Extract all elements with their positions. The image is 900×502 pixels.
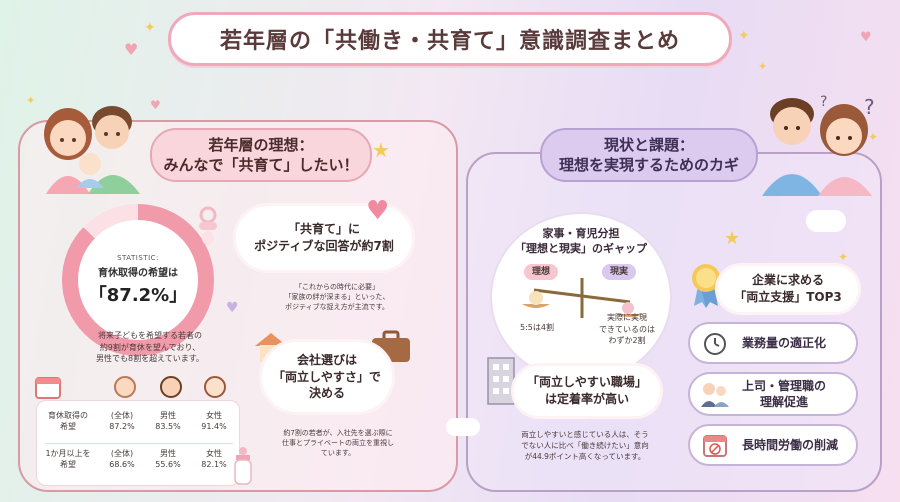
statistic-ring: STATISTIC: 育休取得の希望は 「87.2%」 [62, 204, 214, 356]
calendar-icon [700, 430, 730, 460]
office-people-icon [700, 379, 730, 409]
support-item-label: 業務量の適正化 [742, 335, 827, 350]
alarm-clock-icon [700, 328, 730, 358]
sparkle-icon: ✦ [738, 28, 750, 44]
statistic-value: 「87.2%」 [88, 284, 188, 306]
cloud-icon [806, 210, 846, 232]
sparkle-icon: ✦ [868, 130, 879, 144]
ideal-header-line1: 若年層の理想： [208, 135, 314, 154]
heart-icon: ♥ [150, 98, 161, 112]
reality-caption: 実際に実現 できているのは わずか2割 [599, 313, 655, 346]
sparkle-icon: ✦ [144, 20, 156, 36]
avatar [114, 376, 136, 398]
scale-icon [516, 272, 648, 320]
pacifier-icon [196, 206, 220, 246]
ideal-caption: 5:5は4割 [520, 323, 554, 332]
title-banner: 若年層の「共働き・共育て」意識調査まとめ [168, 12, 732, 66]
statistic-note: 将来子どもを希望する若者の 約9割が育休を望んでおり、 男性でも8割を超えていま… [96, 331, 204, 364]
statistic-label: STATISTIC: [117, 253, 159, 262]
support-item-manager: 上司・管理職の 理解促進 [688, 372, 858, 416]
page-title: 若年層の「共働き・共育て」意識調査まとめ [219, 29, 680, 54]
sparkle-icon: ✦ [758, 60, 768, 73]
table-divider [45, 443, 233, 444]
cloud-icon [446, 418, 480, 436]
medal-icon [690, 262, 722, 308]
star-icon: ★ [372, 138, 390, 162]
couple-icon: ? ? [752, 92, 882, 196]
reality-header-line2: 理想を実現するためのカギ [558, 156, 739, 174]
positive-answer-cloud: 「共育て」に ポジティブな回答が約7割 [236, 206, 412, 270]
top3-cloud: 企業に求める 「両立支援」TOP3 [718, 266, 858, 312]
avatar [204, 376, 226, 398]
gap-title: 家事・育児分担 「理想と現実」のギャップ [515, 227, 647, 256]
heart-icon: ♥ [124, 40, 139, 59]
positive-answer-note: 「これからの時代に必要」 「家族の絆が深まる」といった、 ポジティブな捉え方が主… [284, 283, 390, 312]
heart-icon: ♥ [860, 30, 872, 45]
baby-bottle-icon [232, 446, 254, 486]
support-item-label-group: 上司・管理職の 理解促進 [742, 378, 827, 409]
family-icon [30, 98, 148, 194]
company-choice-cloud: 会社選びは 「両立しやすさ」で 決める [262, 342, 392, 412]
ideal-label: 理想 [524, 264, 558, 280]
company-choice-note: 約7割の若者が、入社先を選ぶ際に 仕事とプライベートの両立を重視し ています。 [282, 429, 394, 458]
sparkle-icon: ✦ [838, 250, 849, 264]
workplace-note: 両立しやすいと感じている人は、そう でない人に比べ「働き続けたい」意向 が44.… [521, 430, 649, 461]
statistic-title: 育休取得の希望は [98, 267, 178, 279]
building-icon [484, 354, 518, 406]
reality-header-line1: 現状と課題： [603, 135, 694, 154]
svg-text:?: ? [820, 94, 827, 110]
svg-text:?: ? [864, 95, 875, 119]
support-item-overtime: 長時間労働の削減 [688, 424, 858, 466]
sparkle-icon: ✦ [26, 94, 36, 107]
ideal-header: 若年層の理想： みんなで「共育て」したい！ [150, 128, 372, 182]
support-item-workload: 業務量の適正化 [688, 322, 858, 364]
heart-icon: ♥ [366, 196, 390, 226]
support-item-label: 長時間労働の削減 [742, 437, 839, 452]
avatar [160, 376, 182, 398]
star-icon: ★ [724, 228, 741, 249]
reality-header: 現状と課題： 理想を実現するためのカギ [540, 128, 758, 182]
calendar-icon [34, 374, 62, 400]
reality-label: 現実 [602, 264, 636, 280]
heart-icon: ♥ [226, 300, 239, 316]
workplace-cloud: 「両立しやすい職場」 は定着率が高い [514, 366, 660, 416]
ideal-header-line2: みんなで「共育て」したい！ [163, 156, 359, 174]
